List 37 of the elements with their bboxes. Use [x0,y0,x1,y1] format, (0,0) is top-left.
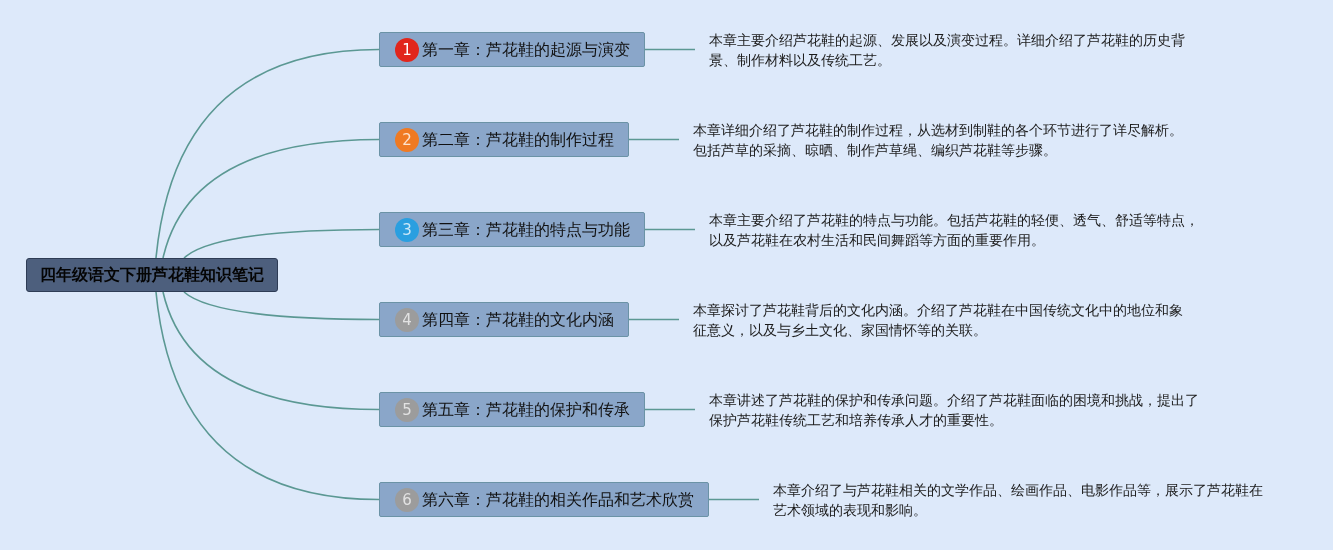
branch-curve [183,291,380,321]
chapter-title: 第一章：芦花鞋的起源与演变 [422,39,630,60]
branch-curve [162,291,380,411]
chapter-box [379,212,645,247]
summary-text: 本章主要介绍芦花鞋的起源、发展以及演变过程。详细介绍了芦花鞋的历史背景、制作材料以及传统工艺。 [709,30,1201,70]
number-badge: 2 [395,127,419,152]
chapter-title: 第五章：芦花鞋的保护和传承 [422,399,630,420]
connector-line [628,318,680,321]
chapter-title: 第六章：芦花鞋的相关作品和艺术欣赏 [422,489,694,510]
summary-text: 本章介绍了与芦花鞋相关的文学作品、绘画作品、电影作品等，展示了芦花鞋在艺术领域的表现和影响。 [773,480,1265,520]
summary-text: 本章主要介绍了芦花鞋的特点与功能。包括芦花鞋的轻便、透气、舒适等特点，以及芦花鞋在农村生活和民间舞蹈等方面的重要作用。 [709,210,1201,250]
summary-text: 本章详细介绍了芦花鞋的制作过程，从选材到制鞋的各个环节进行了详尽解析。包括芦草的采摘、晾晒、制作芦草绳、编织芦花鞋等步骤。 [693,120,1185,160]
chapter-title: 第四章：芦花鞋的文化内涵 [422,309,614,330]
chapter-title: 第三章：芦花鞋的特点与功能 [422,219,630,240]
branch-curve [183,228,380,259]
central-topic: 四年级语文下册芦花鞋知识笔记 [26,258,278,292]
connector-line [708,498,760,501]
number-badge: 4 [395,307,419,332]
number-badge: 6 [395,487,419,512]
branch-curve [155,291,380,501]
chapter-box [379,32,645,67]
chapter-box [379,392,645,427]
branch-curve [162,138,380,259]
summary-text: 本章探讨了芦花鞋背后的文化内涵。介绍了芦花鞋在中国传统文化中的地位和象征意义，以及与乡土文化、家国情怀等的关联。 [693,300,1185,340]
chapter-box [379,482,709,517]
number-badge: 3 [395,217,419,242]
connector-line [628,138,680,141]
number-badge: 5 [395,397,419,422]
chapter-box [379,122,629,157]
number-badge: 1 [395,37,419,62]
connector-line [644,408,696,411]
summary-text: 本章讲述了芦花鞋的保护和传承问题。介绍了芦花鞋面临的困境和挑战，提出了保护芦花鞋传统工艺和培养传承人才的重要性。 [709,390,1201,430]
chapter-box [379,302,629,337]
connector-line [644,48,696,51]
connector-line [644,228,696,231]
chapter-title: 第二章：芦花鞋的制作过程 [422,129,614,150]
branch-curve [155,48,380,259]
